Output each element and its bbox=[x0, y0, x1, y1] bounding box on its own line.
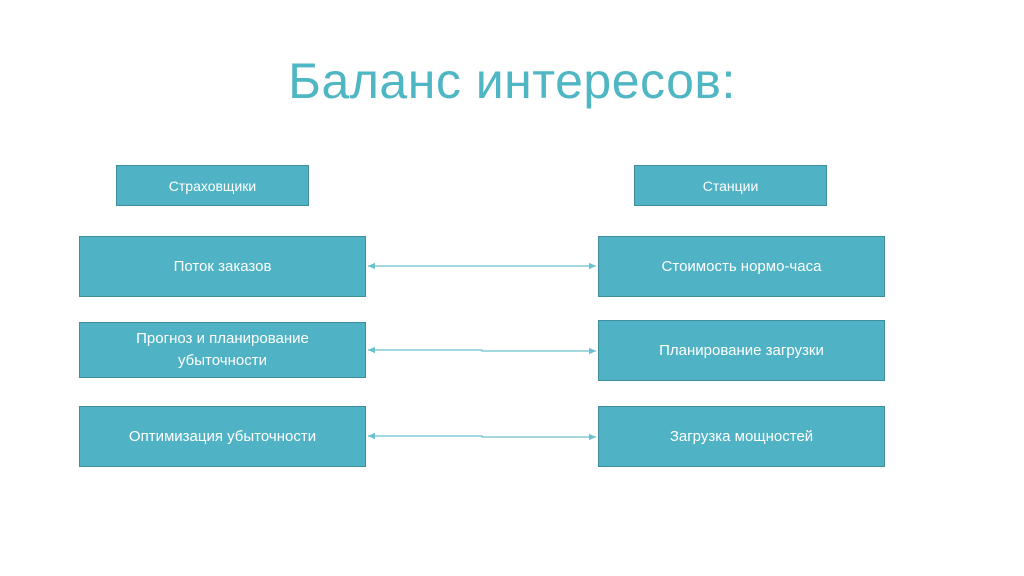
page-title: Баланс интересов: bbox=[288, 53, 736, 109]
header-stations-label: Станции bbox=[702, 177, 759, 194]
connector-arrow-2 bbox=[368, 346, 596, 355]
connector-arrow-3 bbox=[368, 432, 596, 441]
left-box-loss-optimization: Оптимизация убыточности bbox=[79, 406, 366, 467]
left-box-label: Оптимизация убыточности bbox=[128, 427, 317, 445]
left-box-order-flow: Поток заказов bbox=[79, 236, 366, 297]
left-box-label: Прогноз и планирование убыточности bbox=[136, 330, 309, 369]
right-box-label: Загрузка мощностей bbox=[669, 427, 814, 445]
left-box-label: Поток заказов bbox=[173, 257, 272, 275]
header-insurers: Страховщики bbox=[116, 165, 309, 206]
header-insurers-label: Страховщики bbox=[168, 177, 257, 194]
right-box-label: Стоимость нормо-часа bbox=[661, 257, 822, 275]
right-box-capacity-load: Загрузка мощностей bbox=[598, 406, 885, 467]
right-box-hour-cost: Стоимость нормо-часа bbox=[598, 236, 885, 297]
right-box-label: Планирование загрузки bbox=[659, 341, 824, 359]
right-box-load-planning: Планирование загрузки bbox=[598, 320, 885, 381]
left-box-loss-forecast: Прогноз и планирование убыточности bbox=[79, 322, 366, 378]
header-stations: Станции bbox=[634, 165, 827, 206]
